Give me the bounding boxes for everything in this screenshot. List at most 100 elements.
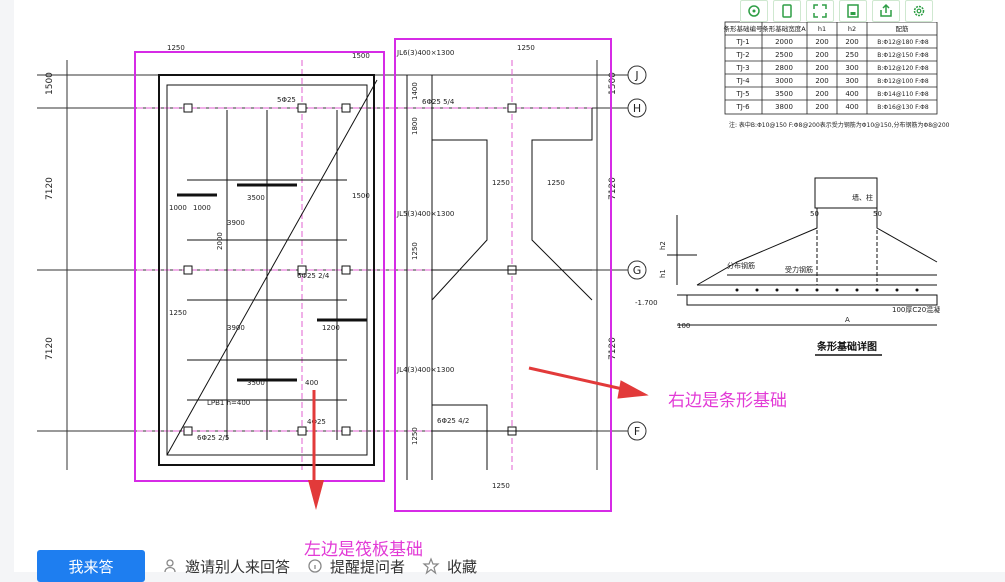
svg-text:2800: 2800 (775, 64, 793, 72)
raft-dim-10: 1000 (169, 204, 187, 212)
fullscreen-icon[interactable] (806, 0, 834, 22)
svg-text:TJ-4: TJ-4 (735, 77, 750, 85)
raft-dim-8: 3900 (227, 324, 245, 332)
invite-label: 邀请别人来回答 (185, 557, 291, 576)
svg-text:3500: 3500 (775, 90, 793, 98)
svg-text:配筋: 配筋 (896, 24, 910, 33)
info-icon (308, 559, 322, 573)
raft-dim-6: 2000 (216, 232, 224, 250)
svg-text:200: 200 (815, 51, 828, 59)
raft-dim-5: 3900 (227, 219, 245, 227)
dim-right-2: 7120 (608, 177, 618, 200)
svg-text:条形基础编号: 条形基础编号 (724, 24, 764, 33)
svg-text:250: 250 (845, 51, 858, 59)
detail-dim-a: A (845, 316, 850, 324)
answer-button[interactable]: 我来答 (37, 550, 145, 582)
svg-text:300: 300 (845, 77, 858, 85)
detail-wall-label: 墙、柱 (852, 193, 873, 202)
favorite-link[interactable]: 收藏 (422, 556, 478, 577)
strip-beam-3: JL4(3)400×1300 (396, 366, 454, 374)
detail-title: 条形基础详图 (816, 340, 877, 353)
drawing-svg: 1500 7120 7120 1500 7120 7120 J H G F (37, 21, 950, 512)
strip-dim-5: 1400 (411, 82, 419, 100)
strip-rebar-2: 6Φ25 5/4 (422, 98, 455, 106)
svg-text:B:Φ12@150 F:Φ8: B:Φ12@150 F:Φ8 (877, 52, 929, 59)
detail-h2: h2 (659, 241, 667, 250)
raft-dim-2: 1500 (352, 52, 370, 60)
raft-rebar-3: 6Φ25 2/5 (197, 434, 229, 442)
raft-dim-1: 1250 (167, 44, 185, 52)
svg-text:200: 200 (815, 103, 828, 111)
invite-link[interactable]: 邀请别人来回答 (163, 556, 290, 577)
right-arrow-head (617, 380, 649, 399)
axis-label-j: J (634, 69, 638, 82)
strip-dim-4: 1250 (492, 482, 510, 490)
detail-force-bar: 受力钢筋 (785, 265, 813, 274)
raft-dim-9: 3500 (247, 379, 265, 387)
table-note: 注: 表中B:Φ10@150 F:Φ8@200表示受力钢筋为Φ10@150,分布… (729, 121, 950, 129)
svg-text:B:Φ12@180 F:Φ8: B:Φ12@180 F:Φ8 (877, 39, 929, 46)
raft-rebar-2: 5Φ25 (277, 96, 296, 104)
down-arrow-head (308, 480, 324, 510)
raft-rebar-4: 6Φ25 2/4 (297, 272, 330, 280)
svg-text:200: 200 (845, 38, 858, 46)
image-toolbar (740, 0, 938, 22)
remind-label: 提醒提问者 (330, 557, 406, 576)
svg-text:400: 400 (845, 90, 858, 98)
raft-highlight-box (134, 51, 385, 482)
raft-dim-7: 1200 (322, 324, 340, 332)
svg-text:200: 200 (815, 64, 828, 72)
share-icon[interactable] (872, 0, 900, 22)
svg-text:TJ-3: TJ-3 (735, 64, 749, 72)
strip-dim-6: 1800 (411, 117, 419, 135)
left-annotation-label: 左边是筏板基础 (304, 540, 423, 560)
strip-dim-1: 1250 (517, 44, 535, 52)
svg-text:2000: 2000 (775, 38, 793, 46)
strip-beam-1: JL6(3)400×1300 (396, 49, 454, 57)
svg-text:3800: 3800 (775, 103, 793, 111)
svg-text:B:Φ14@110 F:Φ8: B:Φ14@110 F:Φ8 (877, 91, 929, 98)
svg-text:TJ-1: TJ-1 (735, 38, 749, 46)
detail-dist-bar: 分布钢筋 (727, 261, 755, 270)
dim-right-3: 7120 (608, 337, 618, 360)
strip-highlight-box (394, 38, 612, 512)
svg-text:200: 200 (815, 90, 828, 98)
raft-dim-3: 1500 (352, 192, 370, 200)
raft-dim-13: 400 (305, 379, 318, 387)
right-annotation-label: 右边是条形基础 (668, 391, 787, 411)
strip-detail-section (667, 177, 938, 326)
svg-text:300: 300 (845, 64, 858, 72)
svg-text:3000: 3000 (775, 77, 793, 85)
detail-dim-50b: 50 (873, 210, 882, 218)
dim-right-1: 1500 (608, 72, 618, 95)
user-icon (164, 559, 176, 573)
refresh-icon[interactable] (740, 0, 768, 22)
settings-icon[interactable] (905, 0, 933, 22)
save-icon[interactable] (839, 0, 867, 22)
raft-dim-4: 3500 (247, 194, 265, 202)
dim-left-2: 7120 (45, 177, 55, 200)
remind-link[interactable]: 提醒提问者 (308, 556, 405, 577)
detail-h1: h1 (659, 269, 667, 278)
axis-label-f: F (634, 425, 640, 438)
favorite-label: 收藏 (447, 557, 478, 576)
star-icon (422, 557, 440, 575)
axis-label-h: H (633, 102, 641, 115)
strip-beam-2: JL5(3)400×1300 (396, 210, 454, 218)
dim-left-1: 1500 (45, 72, 55, 95)
svg-text:2500: 2500 (775, 51, 793, 59)
svg-text:TJ-5: TJ-5 (735, 90, 749, 98)
svg-text:200: 200 (815, 38, 828, 46)
svg-text:条形基础宽度A: 条形基础宽度A (762, 24, 806, 33)
answer-action-bar: 我来答 邀请别人来回答 提醒提问者 收藏 (37, 550, 477, 582)
strip-dim-2: 1250 (492, 179, 510, 187)
right-arrow-line (528, 366, 628, 392)
detail-cushion: 100厚C20混凝 (892, 305, 940, 314)
strip-rebar-1: 6Φ25 4/2 (437, 417, 469, 425)
foundation-drawing-image[interactable]: 1500 7120 7120 1500 7120 7120 J H G F (37, 0, 950, 512)
copy-icon[interactable] (773, 0, 801, 22)
svg-text:h1: h1 (818, 25, 826, 33)
svg-text:h2: h2 (848, 25, 856, 33)
svg-text:200: 200 (815, 77, 828, 85)
